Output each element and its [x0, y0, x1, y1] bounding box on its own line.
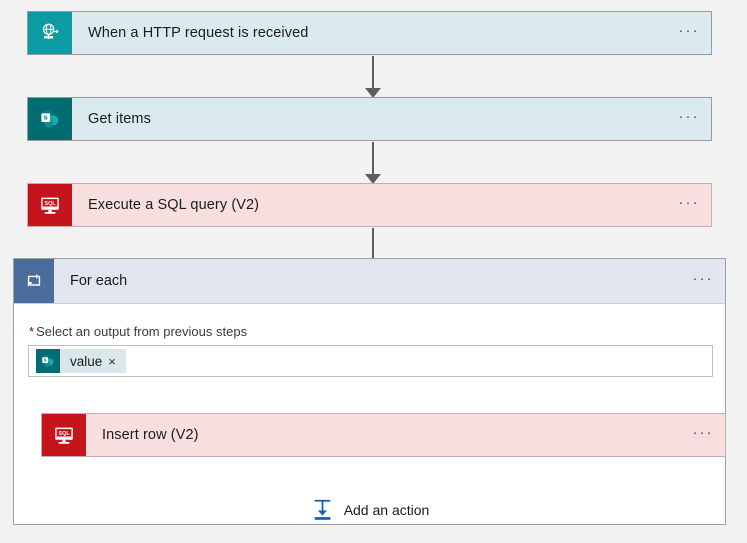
step-menu-button[interactable]: ··· [678, 107, 700, 125]
step-card-execute-sql-query[interactable]: SQL Execute a SQL query (V2) ··· [27, 183, 712, 227]
token-chip-value[interactable]: s value × [36, 349, 126, 373]
sql-server-icon: SQL [28, 184, 72, 226]
step-menu-button[interactable]: ··· [678, 21, 700, 39]
add-an-action-button[interactable]: Add an action [28, 497, 711, 522]
sharepoint-icon: s [36, 349, 60, 373]
connector-arrow [362, 142, 384, 184]
foreach-header[interactable]: For each ··· [14, 259, 725, 304]
foreach-menu-button[interactable]: ··· [692, 269, 714, 287]
add-action-icon [310, 497, 335, 522]
step-card-get-items[interactable]: s Get items ··· [27, 97, 712, 141]
field-label-text: Select an output from previous steps [36, 324, 248, 339]
step-menu-button[interactable]: ··· [678, 193, 700, 211]
step-card-insert-row[interactable]: SQL Insert row (V2) ··· [41, 413, 726, 457]
step-title: Get items [88, 111, 151, 127]
add-action-label: Add an action [343, 501, 430, 518]
step-title: Execute a SQL query (V2) [88, 197, 260, 213]
connector-arrow [362, 56, 384, 98]
foreach-title: For each [70, 273, 128, 289]
svg-text:SQL: SQL [45, 201, 57, 207]
svg-text:s: s [44, 113, 48, 122]
svg-text:SQL: SQL [59, 431, 71, 437]
token-remove-icon[interactable]: × [108, 353, 116, 369]
foreach-scope-container: For each ··· *Select an output from prev… [13, 258, 726, 525]
sharepoint-icon: s [28, 98, 72, 140]
sql-server-icon: SQL [42, 414, 86, 456]
step-title: Insert row (V2) [102, 427, 199, 443]
step-menu-button[interactable]: ··· [692, 423, 714, 441]
foreach-body: *Select an output from previous steps s … [14, 304, 726, 522]
step-title: When a HTTP request is received [88, 25, 309, 41]
svg-text:s: s [44, 358, 47, 364]
loop-icon [14, 259, 54, 303]
http-request-icon [28, 12, 72, 54]
token-label: value [70, 353, 103, 369]
foreach-output-input[interactable]: s value × [28, 345, 713, 377]
required-marker: * [29, 324, 35, 339]
step-card-http-trigger[interactable]: When a HTTP request is received ··· [27, 11, 712, 55]
foreach-field-label: *Select an output from previous steps [29, 324, 711, 339]
